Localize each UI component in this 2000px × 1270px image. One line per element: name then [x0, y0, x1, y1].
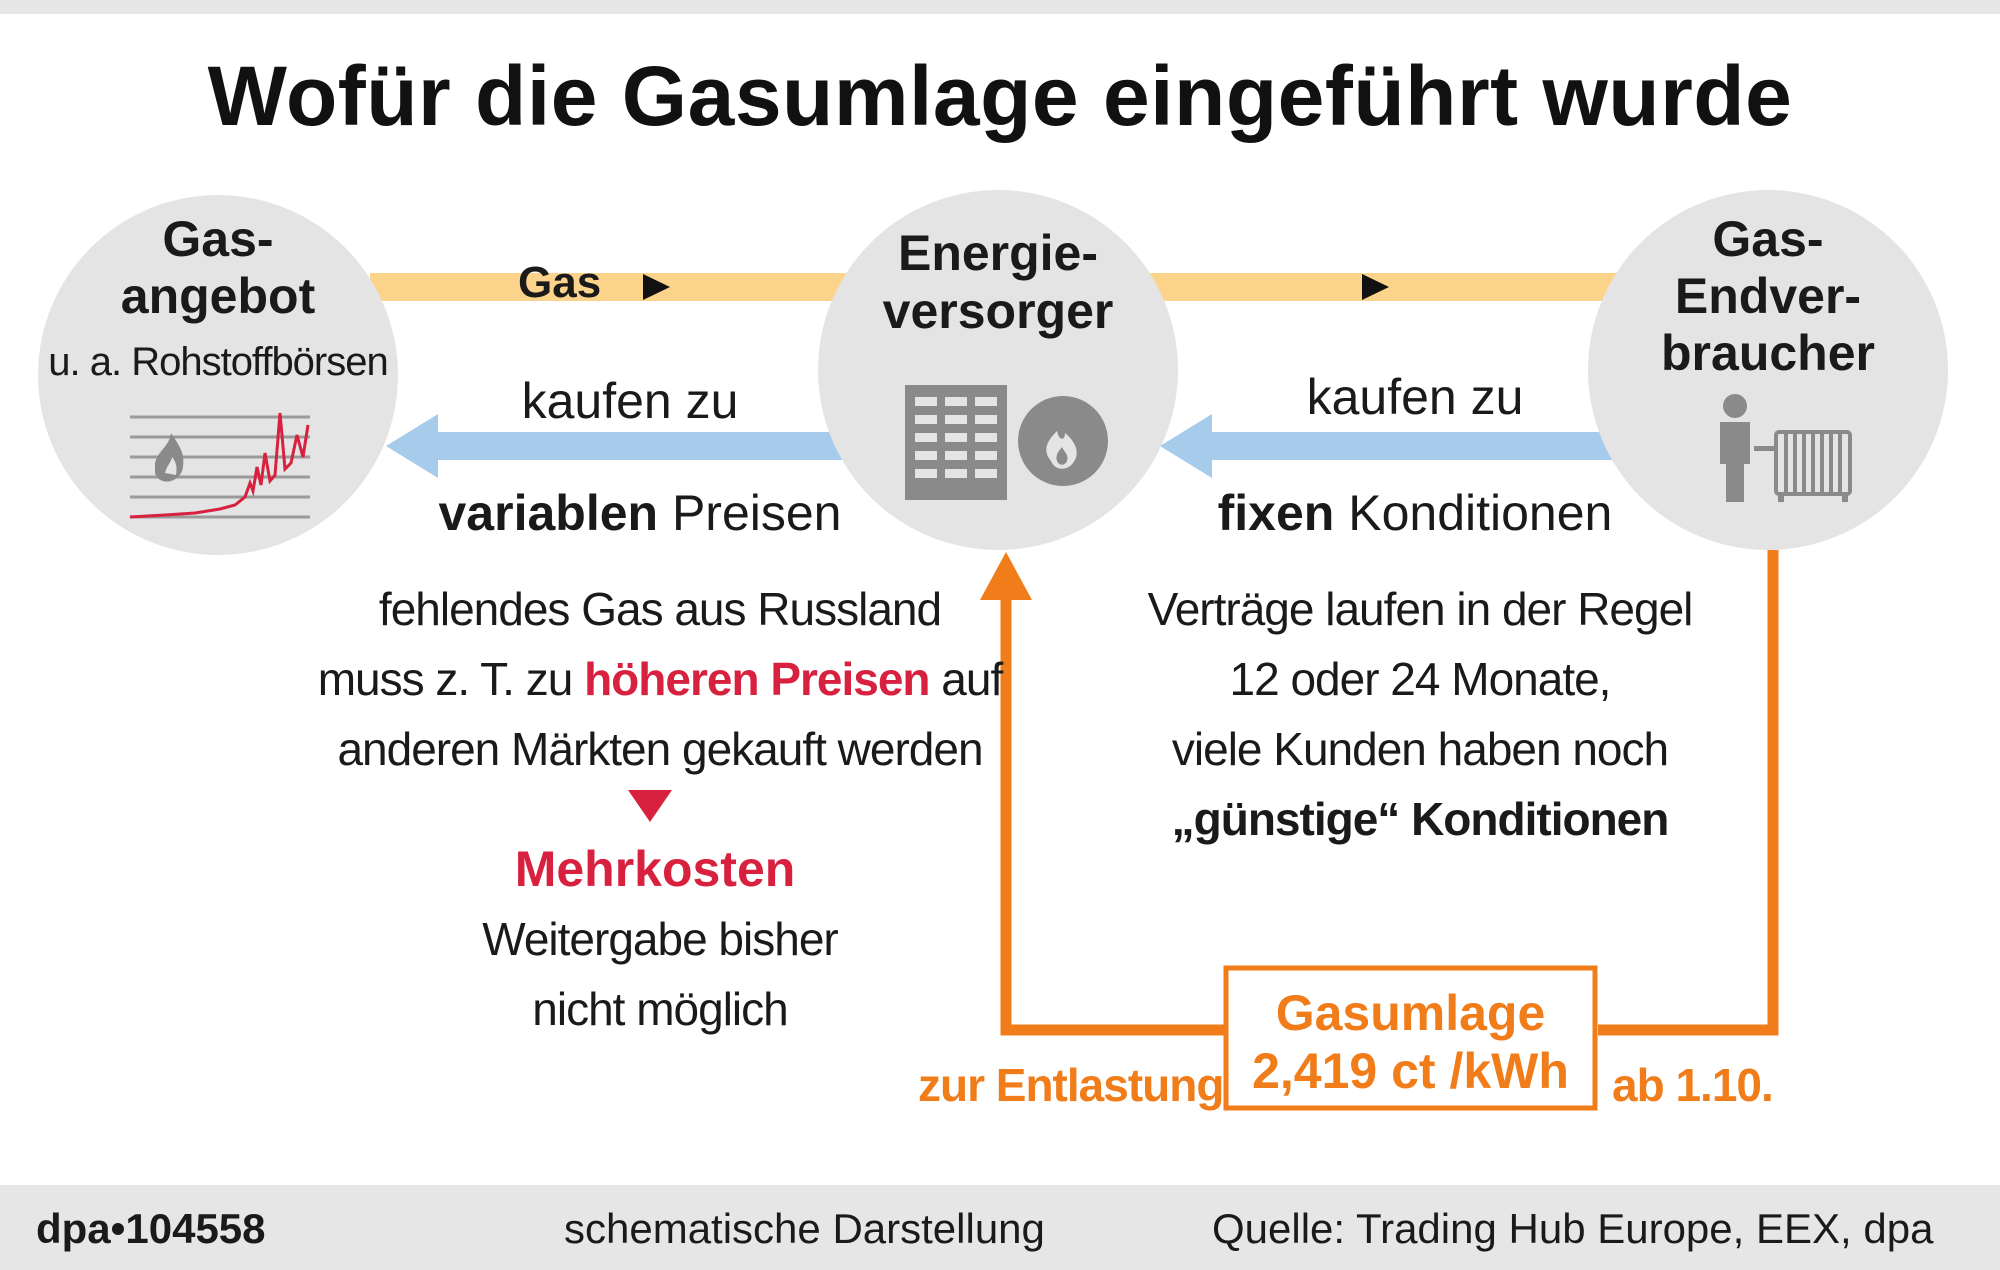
left-buy-label: kaufen zu: [521, 373, 739, 429]
payment-arrow-head-right: [1160, 414, 1212, 478]
left-expl-line3: anderen Märkten gekauft werden: [337, 723, 983, 775]
supply-title-2: angebot: [120, 268, 316, 324]
supplier-title-1: Energie-: [897, 225, 1099, 281]
left-note-line1: Weitergabe bisher: [482, 913, 838, 965]
right-buy-rest: Konditionen: [1334, 485, 1613, 541]
consumer-title-2: Endver-: [1674, 268, 1862, 324]
gas-arrow-head-left: [643, 274, 670, 300]
right-buy-bold: fixen: [1217, 485, 1335, 541]
left-expl-line2: muss z. T. zu höheren Preisen auf: [300, 652, 1020, 706]
left-note-line2: nicht möglich: [532, 983, 788, 1035]
higher-prices-highlight: höheren Preisen: [584, 653, 930, 705]
levy-loop-line: [1000, 550, 1779, 1036]
gas-arrow-head-right: [1362, 274, 1389, 300]
gas-flow-label: Gas: [518, 258, 602, 307]
supplier-title-2: versorger: [882, 283, 1114, 339]
right-expl-line2: 12 oder 24 Monate,: [1229, 653, 1612, 705]
consumer-title-1: Gas-: [1712, 211, 1824, 267]
schematic-note: schematische Darstellung: [564, 1205, 1045, 1252]
building-icon: [905, 385, 1108, 500]
supply-title-1: Gas-: [162, 211, 274, 267]
left-buy-rest: Preisen: [658, 485, 842, 541]
levy-value: 2,419 ct /kWh: [1252, 1043, 1569, 1099]
consumer-circle: [1588, 190, 1948, 550]
price-chart-icon: [129, 412, 310, 519]
footer-bar: dpa•104558 schematische Darstellung Quel…: [0, 1185, 2000, 1270]
relief-label: zur Entlastung: [918, 1059, 1224, 1111]
extra-costs-label: Mehrkosten: [514, 841, 796, 897]
left-expl-line2-post: auf: [929, 653, 1003, 705]
left-buy-bold: variablen: [438, 485, 659, 541]
supply-circle: [38, 195, 398, 555]
supply-subtitle: u. a. Rohstoffbörsen: [48, 340, 389, 384]
right-expl-line3: viele Kunden haben noch: [1171, 723, 1669, 775]
gas-flow-band-left: [370, 273, 850, 301]
levy-title: Gasumlage: [1275, 985, 1546, 1041]
levy-box-border: [1223, 965, 1598, 1111]
right-buy-price-text: fixen Konditionen: [1175, 484, 1655, 542]
payment-arrow-head-left: [386, 414, 438, 478]
left-expl-line1: fehlendes Gas aus Russland: [378, 583, 942, 635]
right-buy-label: kaufen zu: [1306, 369, 1524, 425]
right-expl-line1: Verträge laufen in der Regel: [1147, 583, 1694, 635]
consumer-title-3: braucher: [1661, 325, 1875, 381]
graphic-id: dpa•104558: [36, 1205, 266, 1252]
top-strip: [0, 0, 2000, 14]
page-title: Wofür die Gasumlage eingeführt wurde: [207, 49, 1793, 143]
left-buy-price-text: variablen Preisen: [410, 484, 870, 542]
source-note: Quelle: Trading Hub Europe, EEX, dpa: [1212, 1205, 1934, 1252]
right-expl-line4: „günstige“ Konditionen: [1171, 793, 1670, 845]
down-triangle-icon: [628, 790, 672, 822]
levy-arrow-head: [980, 552, 1032, 600]
start-date-label: ab 1.10.: [1612, 1059, 1774, 1111]
left-expl-line2-pre: muss z. T. zu: [317, 653, 585, 705]
payment-band-right: [1205, 432, 1625, 460]
person-radiator-icon: [1720, 394, 1852, 502]
payment-band-left: [432, 432, 852, 460]
